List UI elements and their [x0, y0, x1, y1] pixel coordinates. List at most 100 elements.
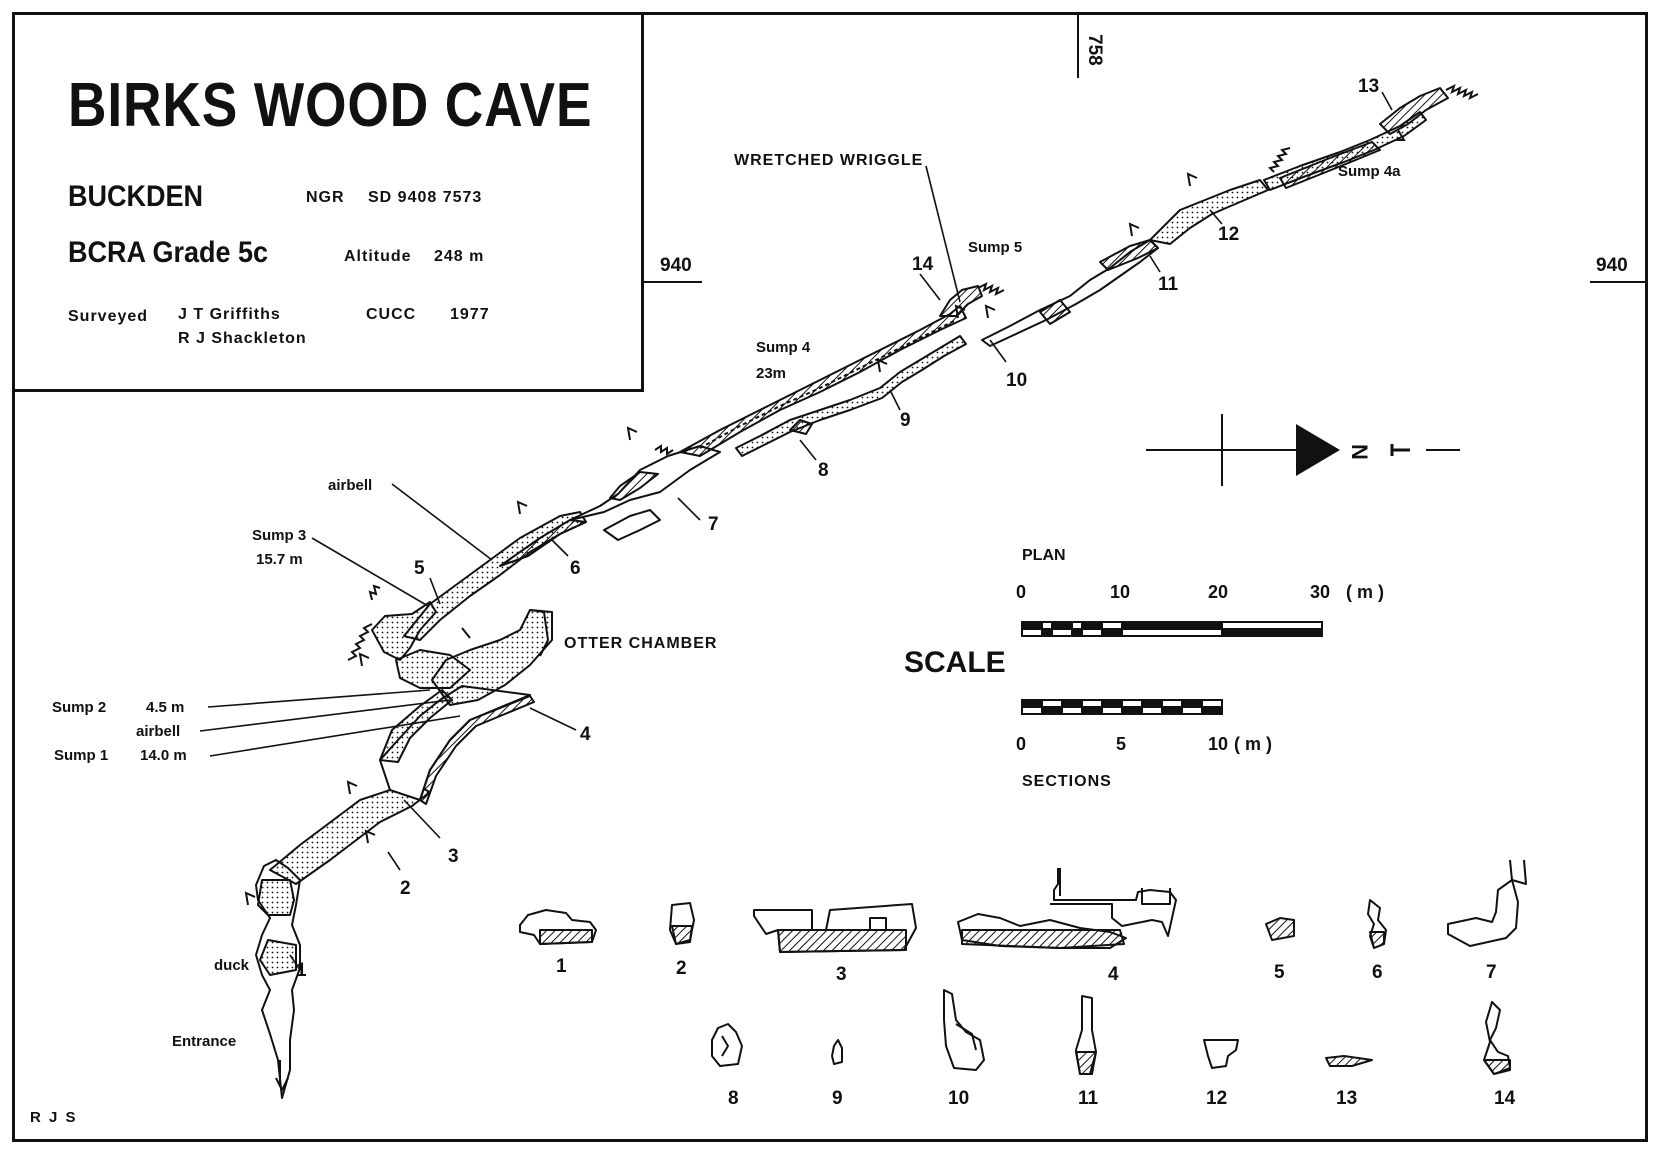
- plan-tick-20: 20: [1208, 582, 1228, 602]
- station-8: 8: [818, 460, 829, 481]
- station-5: 5: [414, 558, 425, 579]
- section-scale-bar: [1021, 699, 1223, 715]
- passage-sump4: [679, 305, 967, 457]
- station-7: 7: [708, 514, 719, 535]
- station-4: 4: [580, 724, 591, 745]
- label-sump5: Sump 5: [968, 239, 1022, 256]
- station-13: 13: [1358, 76, 1379, 97]
- grid-ticks: [644, 12, 1648, 283]
- section-label-1: 1: [556, 956, 567, 977]
- section-labels: 1 2 3 4 5 6 7 8 9 10 11 12 13 14: [556, 956, 1516, 1109]
- plan-tick-0: 0: [1016, 582, 1026, 602]
- passage-entrance: [255, 859, 301, 1099]
- passage-sump4-inner: [699, 319, 957, 449]
- plan-tick-30: 30: [1310, 582, 1330, 602]
- passage-wretched-wriggle: [939, 285, 983, 317]
- passage-entrance-lower-fill: [259, 939, 297, 976]
- station-3: 3: [448, 846, 459, 867]
- station-11: 11: [1158, 274, 1179, 295]
- label-otter-chamber: OTTER CHAMBER: [564, 635, 717, 652]
- passage-sump4a-hatch: [1279, 141, 1381, 189]
- north-arrow: N: [1146, 414, 1460, 486]
- section-9: [831, 1039, 843, 1065]
- label-duck: duck: [214, 957, 250, 974]
- passage-10-11-lower: [1039, 299, 1071, 325]
- bcra-grade: BCRA Grade 5c: [68, 236, 269, 269]
- section-label-7: 7: [1486, 962, 1497, 983]
- label-author: R J S: [30, 1109, 78, 1126]
- section-13: [1325, 1055, 1373, 1067]
- section-label-11: 11: [1078, 1088, 1099, 1109]
- label-sump1: Sump 1: [54, 747, 108, 764]
- section-tick-10: 10: [1208, 734, 1228, 754]
- label-airbell-mid: airbell: [136, 723, 180, 740]
- scale-title: SCALE: [904, 646, 1006, 679]
- label-sump3: Sump 3: [252, 527, 306, 544]
- label-sump2: Sump 2: [52, 699, 106, 716]
- cross-sections-row2: [711, 989, 1511, 1075]
- station-12: 12: [1218, 224, 1239, 245]
- station-14: 14: [912, 254, 934, 275]
- passage-13: [1379, 87, 1449, 135]
- section-7: [1447, 879, 1519, 947]
- section-label-4: 4: [1108, 964, 1119, 985]
- station-10: 10: [1006, 370, 1027, 391]
- north-letter: N: [1347, 444, 1372, 460]
- north-arrow-icon: [1296, 424, 1340, 476]
- otter-chamber: [431, 609, 553, 706]
- surveyor-1: J T Griffiths: [178, 306, 281, 323]
- altitude-value: 248 m: [434, 248, 485, 265]
- location-name: BUCKDEN: [68, 180, 203, 213]
- station-9: 9: [900, 410, 911, 431]
- section-tick-5: 5: [1116, 734, 1126, 754]
- section-label-10: 10: [948, 1088, 969, 1109]
- grid-easting-right: 940: [1596, 255, 1628, 276]
- section-5: [1265, 917, 1295, 941]
- section-markers: [244, 129, 1406, 906]
- passage-11-hatch: [1099, 239, 1159, 271]
- station-1: 1: [296, 960, 307, 981]
- section-label-13: 13: [1336, 1088, 1357, 1109]
- title-block: BIRKS WOOD CAVE BUCKDEN NGR SD 9408 7573…: [12, 12, 644, 392]
- section-label-2: 2: [676, 958, 687, 979]
- altitude-label: Altitude: [344, 248, 412, 265]
- section-label-3: 3: [836, 964, 847, 985]
- grid-easting-left: 940: [660, 255, 692, 276]
- section-scale-unit: ( m ): [1234, 734, 1272, 754]
- label-airbell-top: airbell: [328, 477, 372, 494]
- sections-scale-label: SECTIONS: [1022, 773, 1112, 790]
- passage-3-4-hatch: [419, 695, 535, 805]
- map-title: BIRKS WOOD CAVE: [68, 71, 593, 140]
- sump2-area: [395, 649, 471, 689]
- cross-sections: [519, 859, 1527, 953]
- ngr-value: SD 9408 7573: [368, 189, 483, 206]
- survey-year: 1977: [450, 306, 490, 323]
- section-tick-0: 0: [1016, 734, 1026, 754]
- label-sump2-length: 4.5 m: [146, 699, 184, 716]
- plan-scale-label: PLAN: [1022, 547, 1066, 564]
- passage-duck-fill: [257, 879, 295, 916]
- passage-8-oxbow: [789, 419, 813, 435]
- plan-scale-bar: [1021, 621, 1323, 637]
- surveyor-2: R J Shackleton: [178, 330, 307, 347]
- passage-5-6-hatch: [499, 519, 587, 567]
- grid-northing-top: 758: [1084, 34, 1105, 66]
- survey-club: CUCC: [366, 306, 417, 323]
- scale-legend: SCALE PLAN 0 10 20 30 ( m ): [904, 547, 1384, 790]
- section-label-12: 12: [1206, 1088, 1227, 1109]
- label-entrance: Entrance: [172, 1033, 236, 1050]
- otter-chamber-outline: [529, 609, 549, 657]
- station-numbers: 1 2 3 4 5 6 7 8 9 10 11 12 13 14: [296, 76, 1379, 981]
- surveyed-label: Surveyed: [68, 308, 149, 325]
- station-2: 2: [400, 878, 411, 899]
- label-sump1-length: 14.0 m: [140, 747, 187, 764]
- passage-6-7-oxbow: [603, 509, 661, 541]
- passage-11-12: [1149, 179, 1269, 245]
- section-label-9: 9: [832, 1088, 843, 1109]
- cave-plan: [255, 87, 1449, 1099]
- label-wretched-wriggle: WRETCHED WRIGGLE: [734, 152, 923, 169]
- passage-6-7-hatch: [609, 471, 659, 501]
- plan-tick-10: 10: [1110, 582, 1130, 602]
- section-label-14: 14: [1494, 1088, 1516, 1109]
